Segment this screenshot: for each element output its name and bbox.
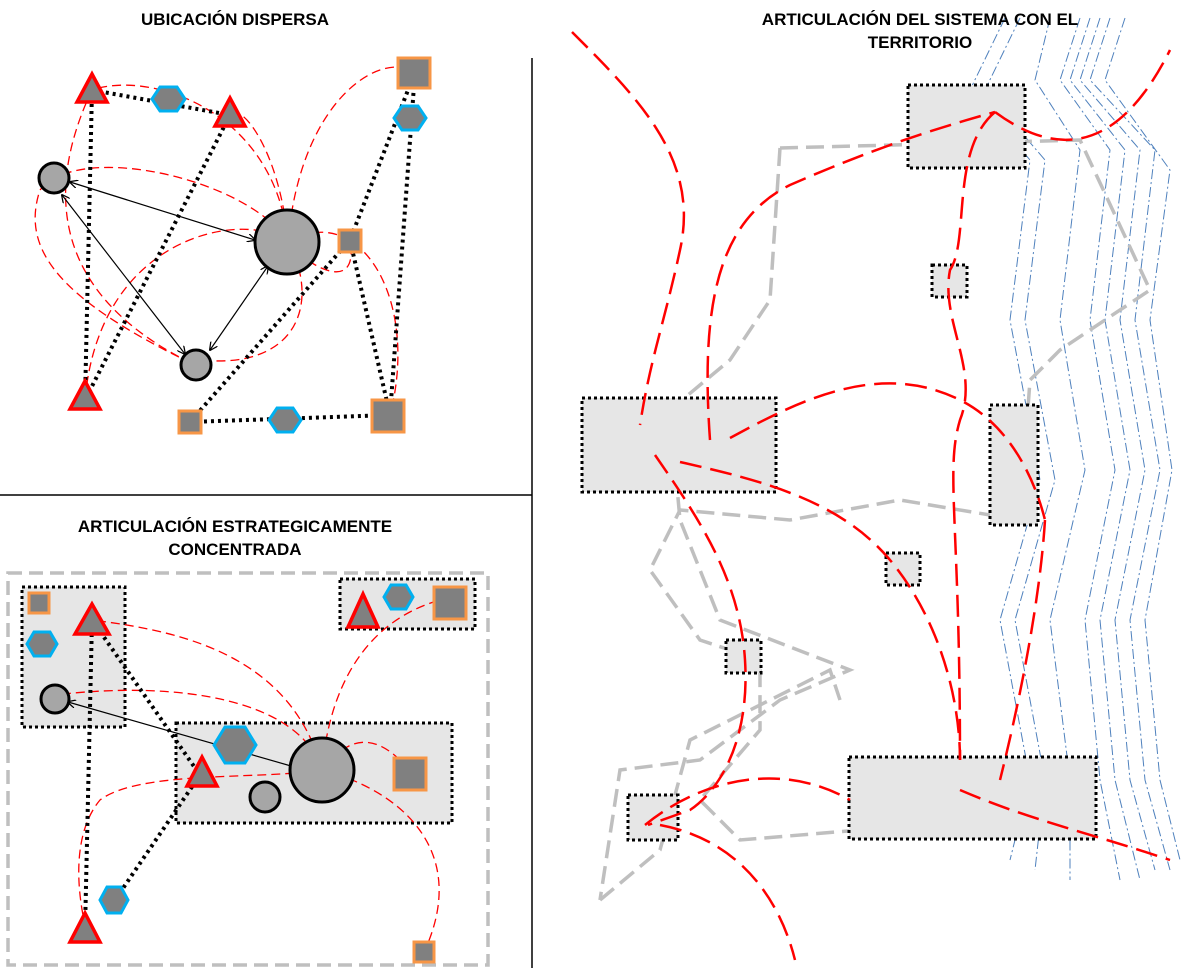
triangle-node <box>67 377 103 411</box>
hexagon-node <box>392 104 428 132</box>
triangle-node <box>345 589 381 629</box>
hexagon-node <box>25 630 59 658</box>
square-node <box>177 409 203 435</box>
square-node <box>392 756 428 792</box>
square-node <box>396 56 432 90</box>
hexagon-node <box>267 406 303 434</box>
circle-node <box>37 161 71 195</box>
concentrated-title-line2: CONCENTRADA <box>168 540 302 559</box>
square-node <box>432 585 468 621</box>
circle-node <box>248 780 282 814</box>
settlement-block <box>724 638 763 675</box>
circle-node <box>179 348 213 382</box>
triangle-node <box>184 753 220 788</box>
dispersed-title: UBICACIÓN DISPERSA <box>141 10 329 29</box>
dispersed-dotted-links <box>83 71 417 424</box>
concentrated-arrow <box>68 702 305 770</box>
grey-territory-zones <box>598 138 1153 902</box>
territory-title-line1: ARTICULACIÓN DEL SISTEMA CON EL <box>761 10 1079 29</box>
triangle-node <box>212 94 248 128</box>
square-node <box>337 228 363 254</box>
concentrated-title-line1: ARTICULACIÓN ESTRATEGICAMENTE <box>77 517 393 536</box>
square-node <box>370 398 406 434</box>
hexagon-node <box>212 725 258 765</box>
territory-title: ARTICULACIÓN DEL SISTEMA CON EL TERRITOR… <box>700 8 1140 54</box>
concentrated-title: ARTICULACIÓN ESTRATEGICAMENTE CONCENTRAD… <box>20 515 450 561</box>
large-circle-node <box>288 736 356 804</box>
hexagon-node <box>98 885 130 915</box>
square-node <box>27 591 51 615</box>
dispersed-arrows <box>62 182 268 354</box>
settlement-block <box>884 551 922 587</box>
dispersed-panel <box>34 56 432 435</box>
hexagon-node <box>150 85 187 113</box>
square-node <box>412 940 436 964</box>
triangle-node <box>74 70 110 104</box>
large-circle-node <box>253 208 321 276</box>
settlement-block <box>906 83 1027 170</box>
settlement-block <box>988 403 1040 527</box>
red-road-links <box>571 31 1172 961</box>
triangle-node <box>71 600 113 636</box>
territory-title-line2: TERRITORIO <box>867 33 973 52</box>
concentrated-panel <box>6 571 490 967</box>
circle-node <box>39 683 71 715</box>
concentrated-dotted-links <box>83 618 202 931</box>
outer-zone-boundary <box>6 571 490 967</box>
river-lines <box>969 17 1181 881</box>
hexagon-node <box>382 583 415 611</box>
territory-panel <box>571 17 1181 961</box>
triangle-node <box>67 909 103 944</box>
